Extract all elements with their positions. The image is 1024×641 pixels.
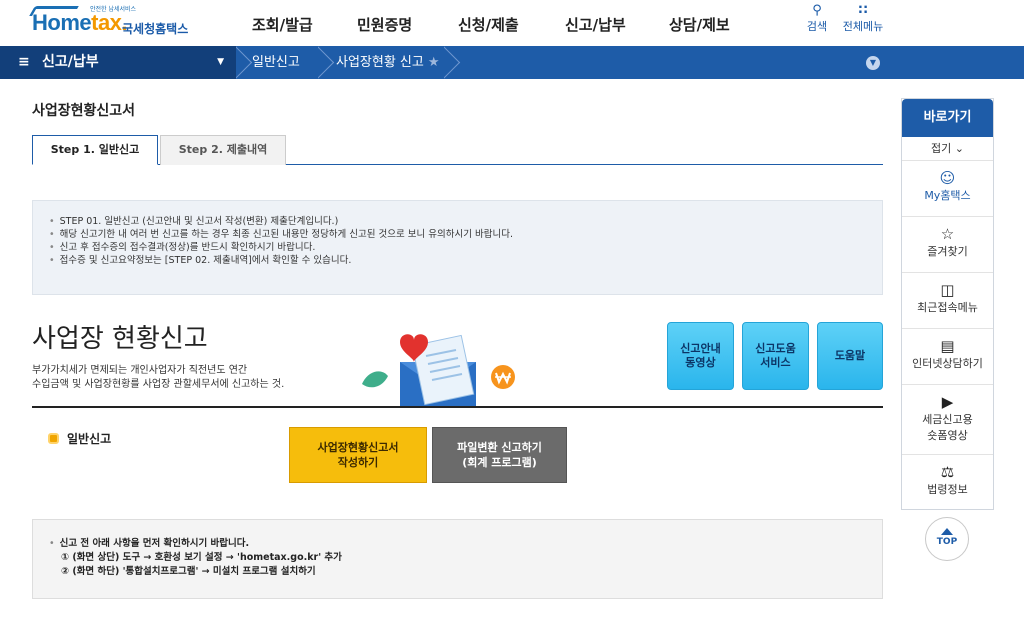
favorite-star-icon[interactable]: ★ xyxy=(427,55,440,70)
file-convert-line: 파일변환 신고하기 xyxy=(457,441,542,454)
file-convert-line: (회계 프로그램) xyxy=(462,456,537,469)
collapse-button[interactable]: 접기 ⌄ xyxy=(902,137,993,161)
gnb-certificate[interactable]: 민원증명 xyxy=(357,16,413,34)
guide-video-line: 동영상 xyxy=(685,356,716,369)
search-label: 검색 xyxy=(806,20,828,33)
logo-home-text: Home xyxy=(32,10,92,35)
recent-icon: ◫ xyxy=(940,281,955,299)
document-illustration xyxy=(362,334,515,408)
breadcrumb-current[interactable]: 사업장현황 신고★ xyxy=(336,46,440,79)
quick-item-label: 숏폼영상 xyxy=(927,429,968,442)
breadcrumb-separator xyxy=(318,46,336,79)
quick-recent-menu[interactable]: ◫ 최근접속메뉴 xyxy=(902,273,993,329)
hero-desc-line: 부가가치세가 면제되는 개인사업자가 직전년도 연간 xyxy=(32,365,248,376)
leaf-icon xyxy=(362,371,388,388)
heart-icon xyxy=(400,334,428,362)
step-tabs: Step 1. 일반신고 Step 2. 제출내역 xyxy=(32,135,883,165)
file-convert-button[interactable]: 파일변환 신고하기 (회계 프로그램) xyxy=(432,427,567,483)
quick-item-label: My홈택스 xyxy=(924,189,971,202)
hero-description: 부가가치세가 면제되는 개인사업자가 직전년도 연간 수입금액 및 사업장현황를… xyxy=(32,364,284,392)
chevron-down-icon[interactable]: ▼ xyxy=(866,56,880,70)
info-line: 신고 후 접수증의 접수결과(정상)를 반드시 확인하시기 바랍니다. xyxy=(49,241,882,254)
search-button[interactable]: ⚲ 검색 xyxy=(797,4,837,34)
hero-title: 사업장 현황신고 xyxy=(32,324,208,354)
scroll-top-button[interactable]: TOP xyxy=(925,517,969,561)
info-line: 해당 신고기한 내 여러 번 신고를 하는 경우 최종 신고된 내용만 정당하게… xyxy=(49,228,882,241)
logo-tax-text: tax. xyxy=(91,10,128,35)
write-report-line: 작성하기 xyxy=(337,456,379,469)
search-icon: ⚲ xyxy=(812,3,822,18)
breadcrumb-general[interactable]: 일반신고 xyxy=(252,55,300,70)
quick-law-info[interactable]: ⚖ 법령정보 xyxy=(902,455,993,511)
quick-my-hometax[interactable]: ☺ My홈택스 xyxy=(902,161,993,217)
person-icon: ☺ xyxy=(939,169,956,187)
tab-step2[interactable]: Step 2. 제출내역 xyxy=(160,135,286,165)
logo-korean-text: 국세청홈택스 xyxy=(122,22,189,36)
all-menu-label: 전체메뉴 xyxy=(842,20,884,33)
hero-desc-line: 수입금액 및 사업장현황를 사업장 관할세무서에 신고하는 것. xyxy=(32,379,285,390)
quick-menu: 바로가기 접기 ⌄ ☺ My홈택스 ☆ 즐겨찾기 ◫ 최근접속메뉴 ▤ 인터넷상… xyxy=(901,98,994,510)
breadcrumb-bar: ≡ 신고/납부 ▼ 일반신고 사업장현황 신고★ ▼ xyxy=(0,46,1024,79)
gnb-application[interactable]: 신청/제출 xyxy=(458,16,519,34)
quick-item-label: 세금신고용 xyxy=(922,413,973,426)
help-line: 도움말 xyxy=(834,349,866,362)
monitor-icon: ▤ xyxy=(940,337,955,355)
notice-box: 신고 전 아래 사항을 먼저 확인하시기 바랍니다. ① (화면 상단) 도구 … xyxy=(32,519,883,599)
bullet-icon xyxy=(48,433,59,444)
quick-favorites[interactable]: ☆ 즐겨찾기 xyxy=(902,217,993,273)
menu-dropdown-label: 신고/납부 xyxy=(42,54,99,70)
menu-dropdown[interactable]: ≡ 신고/납부 ▼ xyxy=(0,46,236,79)
gnb-consult[interactable]: 상담/제보 xyxy=(669,16,730,34)
section-label-text: 일반신고 xyxy=(67,432,112,446)
top-label: TOP xyxy=(936,537,958,547)
gavel-icon: ⚖ xyxy=(940,463,955,481)
write-report-line: 사업장현황신고서 xyxy=(317,441,399,454)
notice-line: ② (화면 하단) '통합설치프로그램' → 미설치 프로그램 설치하기 xyxy=(61,566,316,577)
star-icon: ☆ xyxy=(940,225,955,243)
quick-shortform-video[interactable]: ▶ 세금신고용 숏폼영상 xyxy=(902,385,993,455)
info-box: STEP 01. 일반신고 (신고안내 및 신고서 작성(변환) 제출단계입니다… xyxy=(32,200,883,295)
info-line: 접수증 및 신고요약정보는 [STEP 02. 제출내역]에서 확인할 수 있습… xyxy=(49,254,882,267)
tab-step1[interactable]: Step 1. 일반신고 xyxy=(32,135,158,165)
quick-online-consult[interactable]: ▤ 인터넷상담하기 xyxy=(902,329,993,385)
hamburger-icon: ≡ xyxy=(18,54,30,70)
logo-wordmark: Hometax. xyxy=(32,10,128,36)
quick-item-label: 즐겨찾기 xyxy=(927,245,968,258)
section-divider xyxy=(32,406,883,408)
logo-tagline: 안전한 납세서비스 xyxy=(90,6,137,13)
arrow-up-icon xyxy=(941,528,953,535)
video-icon: ▶ xyxy=(941,393,954,411)
page-title: 사업장현황신고서 xyxy=(32,103,136,119)
gnb-filing[interactable]: 신고/납부 xyxy=(565,16,626,34)
chevron-down-icon: ⌄ xyxy=(954,142,964,155)
breadcrumb-separator xyxy=(444,46,462,79)
top-header: 안전한 납세서비스 Hometax. 국세청홈택스 조회/발급 민원증명 신청/… xyxy=(0,0,1024,46)
notice-line: 신고 전 아래 사항을 먼저 확인하시기 바랍니다. xyxy=(49,537,882,551)
quick-menu-title: 바로가기 xyxy=(902,99,993,137)
guide-video-line: 신고안내 xyxy=(680,342,721,355)
info-line: STEP 01. 일반신고 (신고안내 및 신고서 작성(변환) 제출단계입니다… xyxy=(49,215,882,228)
quick-item-label: 최근접속메뉴 xyxy=(917,301,978,314)
all-menu-button[interactable]: ∷ 전체메뉴 xyxy=(838,4,888,34)
gnb-inquiry[interactable]: 조회/발급 xyxy=(252,16,313,34)
collapse-label: 접기 xyxy=(931,142,952,155)
caret-down-icon: ▼ xyxy=(217,57,224,67)
hometax-logo[interactable]: 안전한 납세서비스 Hometax. 국세청홈택스 xyxy=(29,4,202,42)
help-button[interactable]: 도움말 xyxy=(817,322,883,390)
section-label: 일반신고 xyxy=(48,430,111,447)
filing-help-line: 서비스 xyxy=(760,356,791,369)
notice-line: ① (화면 상단) 도구 → 호환성 보기 설정 → 'hometax.go.k… xyxy=(61,552,342,563)
breadcrumb-current-label: 사업장현황 신고 xyxy=(336,55,424,70)
quick-item-label: 인터넷상담하기 xyxy=(912,357,983,370)
quick-item-label: 법령정보 xyxy=(927,483,968,496)
filing-help-line: 신고도움 xyxy=(755,342,796,355)
grid-icon: ∷ xyxy=(858,3,868,18)
